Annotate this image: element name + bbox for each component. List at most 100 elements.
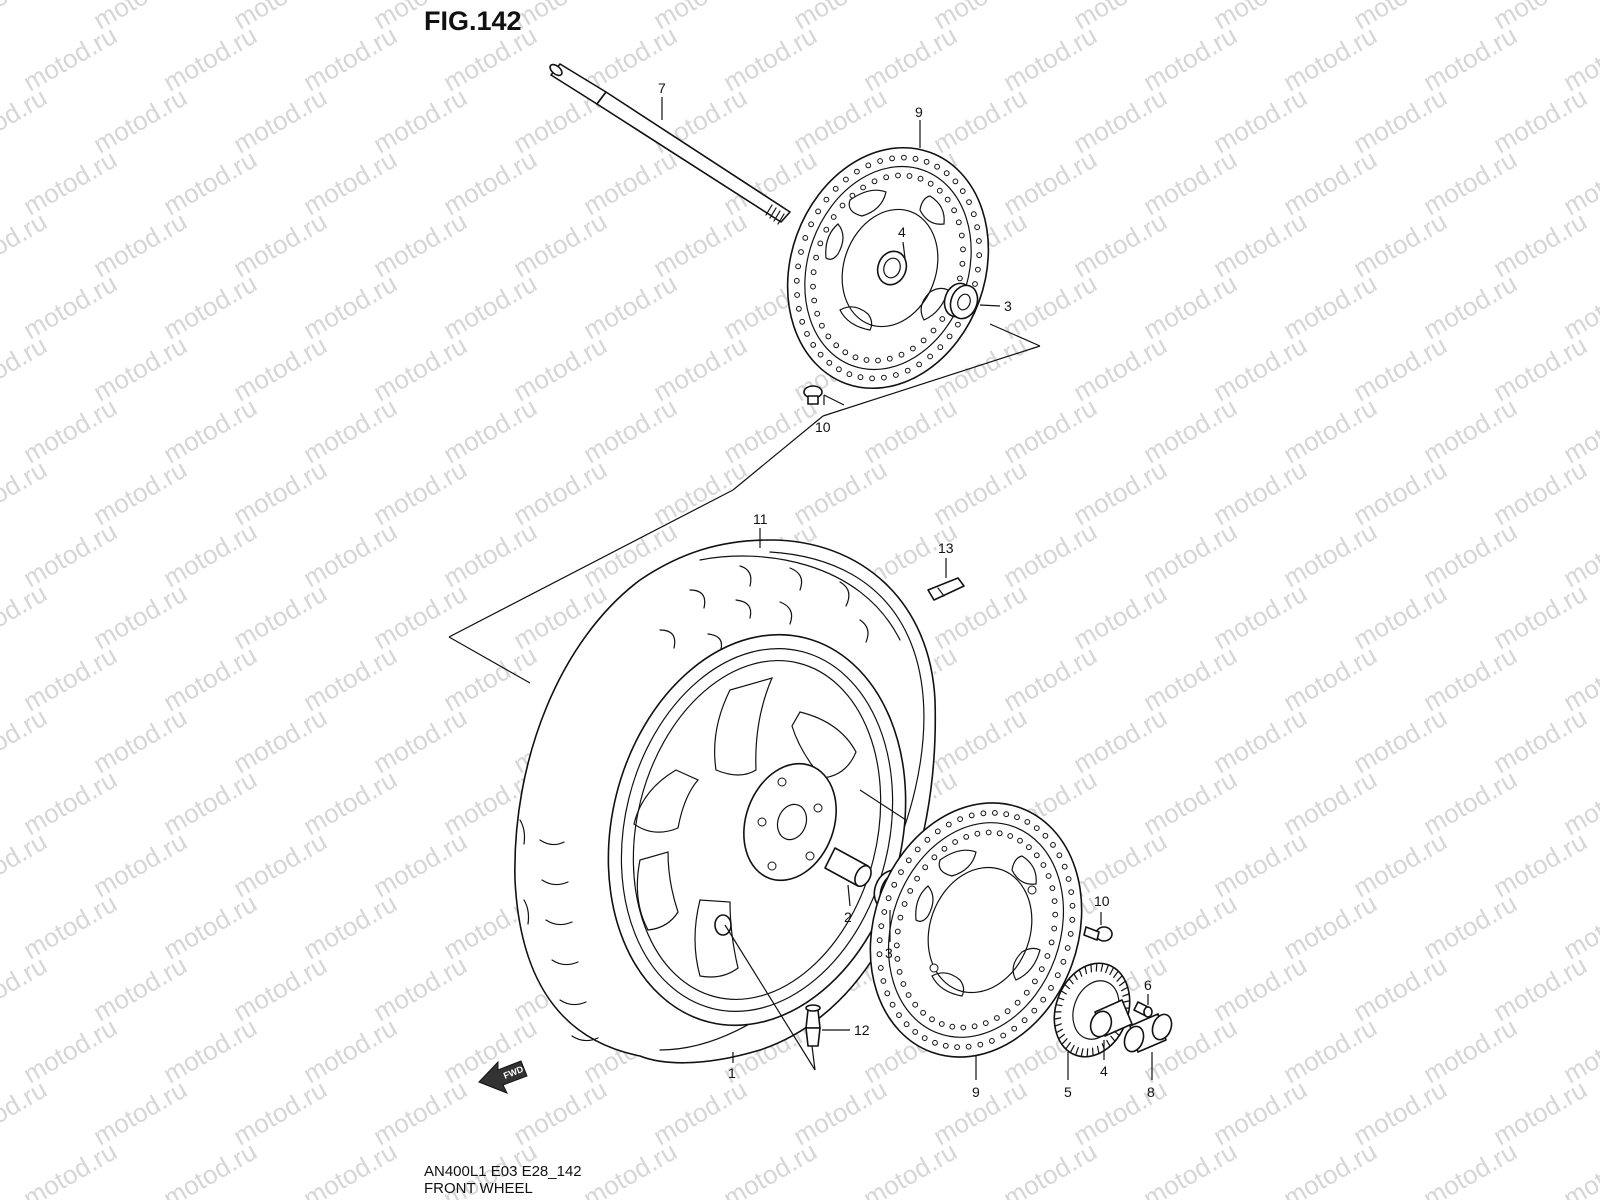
disc-hole bbox=[793, 277, 800, 284]
disc-hole bbox=[1050, 842, 1056, 848]
disc-hole bbox=[901, 154, 907, 161]
watermark-text: motod.ru bbox=[18, 1136, 122, 1200]
callout-3-upper: 3 bbox=[1004, 298, 1012, 314]
watermark-text: motod.ru bbox=[0, 950, 52, 1027]
callout-9-upper: 9 bbox=[915, 104, 923, 120]
disc-hole bbox=[881, 374, 887, 381]
disc-hole bbox=[972, 281, 978, 287]
disc-hole bbox=[878, 923, 885, 929]
callout-8: 8 bbox=[1147, 1084, 1155, 1100]
sensor-ring-tooth bbox=[1109, 967, 1114, 976]
disc-hole bbox=[992, 810, 998, 816]
disc-hole bbox=[968, 812, 975, 819]
sensor-ring-tooth bbox=[1068, 978, 1074, 985]
disc-hole bbox=[1004, 1008, 1011, 1015]
callout-7: 7 bbox=[658, 80, 666, 96]
disc-hole bbox=[965, 1043, 972, 1050]
disc-hole bbox=[912, 1029, 919, 1035]
disc-hole bbox=[871, 178, 878, 185]
disc-hole bbox=[843, 176, 849, 183]
disc-hole bbox=[980, 810, 987, 817]
disc-hole bbox=[849, 192, 856, 199]
sensor-ring-tooth bbox=[1056, 1028, 1064, 1034]
disc-hole bbox=[1011, 1025, 1018, 1032]
disc-hole bbox=[889, 155, 895, 162]
watermark-text: motod.ru bbox=[0, 0, 52, 35]
disc-hole bbox=[881, 909, 888, 915]
disc-hole bbox=[877, 965, 884, 971]
disc-hole bbox=[808, 221, 814, 228]
watermark-text: motod.ru bbox=[1558, 1012, 1600, 1089]
disc-hole bbox=[885, 895, 892, 902]
disc-hole bbox=[927, 180, 934, 187]
disc-hole bbox=[1033, 825, 1040, 831]
callout-5: 5 bbox=[1064, 1084, 1072, 1100]
disc-hole bbox=[941, 845, 948, 852]
disc-hole bbox=[960, 1024, 967, 1031]
sensor-ring-tooth bbox=[1053, 1017, 1062, 1020]
watermark-text: motod.ru bbox=[1278, 1136, 1382, 1200]
disc-hole bbox=[914, 846, 921, 853]
disc-hole bbox=[810, 283, 816, 290]
watermark-text: motod.ru bbox=[0, 206, 52, 283]
watermark-text: motod.ru bbox=[0, 454, 52, 531]
disc-hole bbox=[930, 327, 937, 334]
callout-labels: 7 9 4 3 10 11 13 2 3 10 12 1 9 6 5 4 8 bbox=[658, 80, 1155, 1100]
watermark-text: motod.ru bbox=[578, 1136, 682, 1200]
disc-hole bbox=[802, 235, 809, 241]
disc-hole bbox=[934, 828, 941, 835]
disc-hole bbox=[949, 1023, 956, 1030]
disc-hole bbox=[1017, 837, 1023, 844]
watermark-text: motod.ru bbox=[0, 826, 52, 903]
disc-hole bbox=[857, 374, 864, 381]
disc-hole bbox=[860, 184, 866, 191]
disc-hole bbox=[854, 168, 860, 175]
disc-hole bbox=[869, 375, 875, 382]
disc-hole bbox=[1031, 1007, 1038, 1014]
disc-hole bbox=[960, 246, 966, 253]
sensor-ring-tooth bbox=[1086, 1048, 1089, 1057]
callout-4-upper: 4 bbox=[898, 224, 906, 240]
disc-hole bbox=[905, 857, 912, 864]
disc-hole bbox=[955, 219, 962, 226]
sensor-ring-tooth bbox=[1116, 975, 1123, 982]
sensor-ring-tooth bbox=[1113, 971, 1119, 979]
disc-hole bbox=[957, 275, 963, 282]
disc-hole bbox=[994, 1015, 1000, 1021]
disc-hole bbox=[923, 158, 930, 165]
disc-hole bbox=[798, 249, 804, 255]
disc-hole bbox=[799, 318, 806, 325]
assembly-plane-lines bbox=[448, 415, 824, 684]
disc-hole bbox=[985, 829, 992, 836]
disc-hole bbox=[903, 1021, 910, 1028]
disc-hole bbox=[974, 830, 981, 837]
disc-hole bbox=[910, 345, 916, 352]
disc-hole bbox=[982, 1020, 989, 1026]
sensor-ring-tooth bbox=[1118, 980, 1126, 987]
callout-1: 1 bbox=[728, 1065, 736, 1081]
watermark-text: motod.ru bbox=[1558, 516, 1600, 593]
disc-hole bbox=[912, 1001, 919, 1008]
disc-hole bbox=[819, 322, 825, 329]
disc-hole bbox=[826, 359, 833, 366]
disc-hole bbox=[898, 869, 904, 875]
watermark-text: motod.ru bbox=[1418, 1136, 1522, 1200]
figure-code: AN400L1 E03 E28_142 bbox=[424, 1163, 582, 1180]
axle-drawing bbox=[549, 63, 791, 225]
disc-hole bbox=[907, 888, 914, 894]
disc-hole bbox=[863, 357, 870, 363]
disc-hole bbox=[901, 901, 908, 907]
figure-title: FIG.142 bbox=[424, 6, 522, 36]
sensor-ring-tooth bbox=[1096, 1045, 1100, 1054]
disc-hole bbox=[955, 321, 961, 328]
disc-hole bbox=[921, 1035, 928, 1041]
disc-hole bbox=[1024, 819, 1031, 825]
disc-hole bbox=[989, 1038, 995, 1044]
upper-leader-lines bbox=[661, 97, 1041, 417]
disc-hole bbox=[924, 836, 931, 843]
lower-spacer-drawing bbox=[1089, 999, 1133, 1038]
disc-hole bbox=[796, 305, 802, 312]
disc-hole bbox=[1064, 945, 1071, 951]
